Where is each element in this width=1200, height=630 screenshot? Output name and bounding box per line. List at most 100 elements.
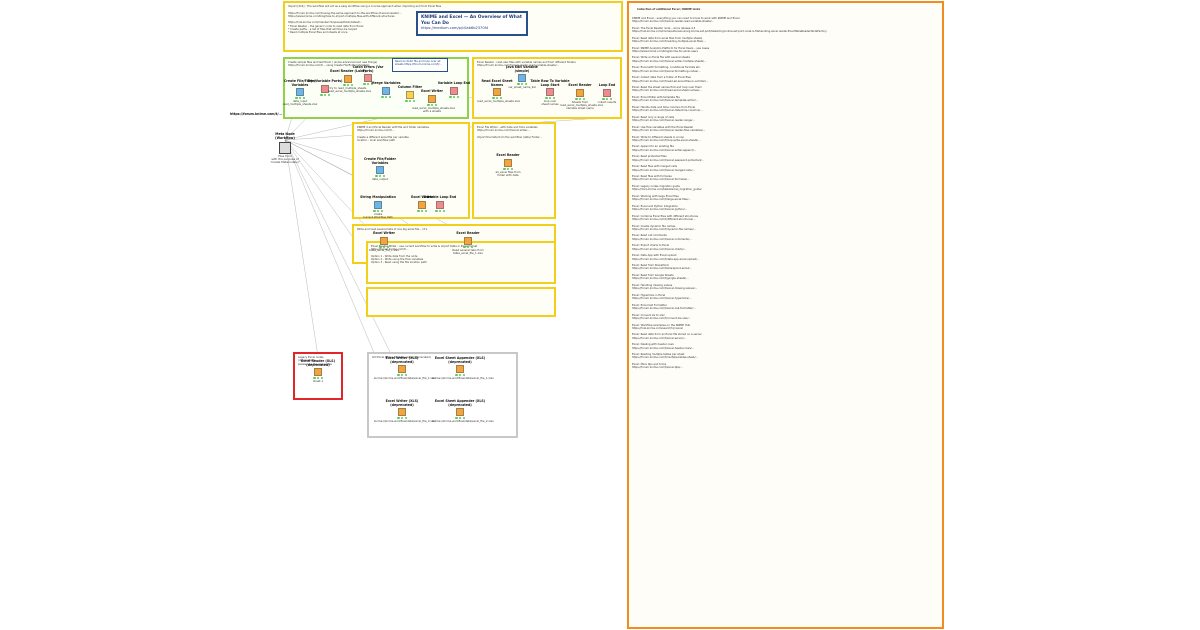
node-label: Java Edit Variable (simple) bbox=[506, 65, 538, 73]
annotation-bottom bbox=[366, 287, 556, 317]
status-lights bbox=[343, 83, 353, 86]
status-lights bbox=[575, 97, 585, 100]
excel-appender-icon bbox=[456, 408, 464, 417]
node-desc: knime://knime.workflow/data/excel_file_1… bbox=[374, 376, 436, 381]
node-desc: read_excel_multiple_sheets.xlsx bbox=[477, 99, 521, 104]
status-lights bbox=[492, 97, 502, 100]
links-panel-title: Collection of additional Excel / KNIME L… bbox=[636, 8, 701, 12]
workflow-title-box: KNIME and Excel — An Overview of What Yo… bbox=[416, 11, 528, 36]
node-excel-reader-folder[interactable]: Excel Reader all_excel files from folder… bbox=[488, 153, 528, 177]
node-string-manipulation[interactable]: String Manipulation create Current Workf… bbox=[358, 195, 398, 219]
excel-appender-icon bbox=[456, 365, 464, 374]
node-label: Excel Reader bbox=[568, 83, 592, 87]
node-variable-loop-end[interactable]: Variable Loop End bbox=[434, 81, 474, 98]
loop-start-icon bbox=[546, 88, 554, 97]
annotation-grey-text: Old Excel Writer / Reader nodes (depreca… bbox=[372, 356, 431, 359]
node-excel-reader-sheets[interactable]: Excel Reader Sheets from read_excel_mult… bbox=[560, 83, 604, 110]
status-lights bbox=[373, 209, 383, 212]
node-label: Excel Reader bbox=[496, 153, 520, 157]
node-excel-writer[interactable]: Excel Writer read_excel_multiple_sheets.… bbox=[412, 89, 456, 113]
node-column-filter[interactable]: Column Filter bbox=[390, 85, 430, 102]
node-excel-writer-2[interactable]: Excel Writer bbox=[402, 195, 442, 212]
loop-end-icon bbox=[603, 88, 611, 97]
node-label: Excel Writer (XLS) (deprecated) bbox=[385, 356, 419, 364]
node-desc: data_output bbox=[371, 177, 389, 182]
status-lights bbox=[463, 245, 473, 248]
node-catch-errors[interactable]: Catch Errors (Var Ports) bbox=[348, 65, 388, 86]
node-label: Table Row To Variable Loop Start bbox=[530, 79, 570, 87]
node-try-variable-ports[interactable]: Try (Variable Ports) bbox=[305, 79, 345, 96]
node-loop-end[interactable]: Loop End collect results bbox=[587, 83, 627, 104]
node-excel-writer-3[interactable]: Excel Writer table_excel_file_1.xlsx bbox=[364, 231, 404, 252]
node-desc: collect results bbox=[597, 99, 617, 104]
node-excel-reader-labs[interactable]: Excel Reader (Labs) try to read_multiple… bbox=[328, 69, 371, 93]
node-desc: create Current Workflow Path bbox=[362, 211, 394, 219]
node-create-file-folder-variables[interactable]: Create File/Folder Variables data_input … bbox=[280, 79, 320, 107]
status-lights bbox=[449, 95, 459, 98]
node-create-file-folder-variables-2[interactable]: Create File/Folder Variables data_output bbox=[360, 157, 400, 182]
status-lights bbox=[545, 97, 555, 100]
workflow-title-link[interactable]: https://medium.com/p/c0ab6b2370f4 bbox=[421, 26, 489, 30]
status-lights bbox=[375, 175, 385, 178]
node-desc: Sheets from read_excel_multiple_sheets.x… bbox=[560, 99, 604, 110]
loop-end-icon bbox=[436, 200, 444, 209]
excel-reader-icon bbox=[504, 158, 512, 167]
node-excel-reader-tabs[interactable]: Excel Reader Read several tabs from tabl… bbox=[438, 231, 498, 255]
node-excel-sheet-appender-2[interactable]: Excel Sheet Appender (XLS) (deprecated) … bbox=[432, 399, 494, 424]
annotation-low: Excel Reader Writer - use current workfl… bbox=[366, 241, 556, 284]
node-desc: data_input read_multiple_sheets.xlsx bbox=[282, 99, 318, 107]
metanode-desc: Files from with the purpose of 'Create M… bbox=[270, 153, 300, 164]
node-label: Excel Sheet Appender (XLS) (deprecated) bbox=[434, 356, 486, 364]
excel-reader-icon bbox=[464, 236, 472, 245]
node-table-row-to-variable-loop-start[interactable]: Table Row To Variable Loop Start loop ov… bbox=[530, 79, 570, 107]
node-label: Excel Reader bbox=[456, 231, 480, 235]
node-merge-variables[interactable]: Merge Variables bbox=[366, 81, 406, 98]
node-read-excel-sheet-names[interactable]: Read Excel Sheet Names read_excel_multip… bbox=[477, 79, 521, 104]
node-excel-writer-xls-1[interactable]: Excel Writer (XLS) (deprecated) knime://… bbox=[374, 356, 436, 381]
url-label: https://forum.knime.com/t/... bbox=[230, 112, 283, 116]
annotation-mid2-text: Excel File Writer - with date and time v… bbox=[477, 126, 542, 139]
node-label: Read Excel Sheet Names bbox=[481, 79, 513, 87]
metanode-entry[interactable]: Meta Node (Workflow) Files from with the… bbox=[267, 132, 303, 164]
loop-end-icon bbox=[450, 86, 458, 95]
node-label: Excel Reader (XLS) (deprecated) bbox=[300, 359, 336, 367]
node-excel-writer-xls-2[interactable]: Excel Writer (XLS) (deprecated) knime://… bbox=[374, 399, 436, 424]
annotation-mid-right-text: Excel Reader - read also files with vari… bbox=[477, 61, 576, 68]
status-lights bbox=[602, 97, 612, 100]
node-label: Create File/Folder Variables bbox=[363, 157, 397, 165]
status-lights bbox=[517, 83, 527, 86]
excel-writer-icon bbox=[398, 408, 406, 417]
status-lights bbox=[397, 374, 407, 377]
annotation-small-text: Write and read several tabs of one big e… bbox=[357, 228, 428, 231]
node-desc: sheet 1 bbox=[312, 379, 324, 384]
node-label: String Manipulation bbox=[360, 195, 396, 199]
status-lights bbox=[405, 99, 415, 102]
variable-icon bbox=[376, 166, 384, 175]
node-desc: knime://knime.workflow/data/excel_file_2… bbox=[432, 419, 494, 424]
node-desc: all_excel files from folder with date bbox=[495, 169, 521, 177]
node-excel-sheet-appender-1[interactable]: Excel Sheet Appender (XLS) (deprecated) … bbox=[432, 356, 494, 381]
node-desc: knime://knime.workflow/data/excel_file_1… bbox=[432, 376, 494, 381]
node-label: Merge Variables bbox=[371, 81, 401, 85]
node-variable-loop-end-2[interactable]: Variable Loop End bbox=[420, 195, 460, 212]
excel-writer-icon bbox=[418, 200, 426, 209]
workflow-title: KNIME and Excel — An Overview of What Yo… bbox=[421, 15, 522, 26]
annotation-mid2: Excel File Writer - with date and time v… bbox=[472, 122, 556, 219]
annotation-top-text: Import [XLS] - The workflow will act as … bbox=[288, 5, 442, 35]
node-excel-reader-xls-deprecated[interactable]: Excel Reader (XLS) (deprecated) sheet 1 bbox=[298, 359, 338, 384]
node-label: Excel Writer bbox=[411, 195, 433, 199]
status-lights bbox=[313, 377, 323, 380]
node-desc: knime://knime.workflow/data/excel_file_2… bbox=[374, 419, 436, 424]
try-icon bbox=[321, 84, 329, 93]
status-lights bbox=[455, 417, 465, 420]
node-label: Loop End bbox=[598, 83, 616, 87]
annotation-red-text: Legacy Excel nodes (deprecated) please u… bbox=[298, 356, 332, 366]
annotation-mid-right: Excel Reader - read also files with vari… bbox=[472, 57, 622, 119]
status-lights bbox=[455, 374, 465, 377]
node-label: Catch Errors (Var Ports) bbox=[352, 65, 384, 73]
node-label: Try (Variable Ports) bbox=[307, 79, 343, 83]
node-desc: read_excel_multiple_sheets.xlsx with a s… bbox=[412, 105, 456, 113]
annotation-grey: Old Excel Writer / Reader nodes (depreca… bbox=[367, 352, 518, 438]
node-java-edit-variable[interactable]: Java Edit Variable (simple) var_sheet_na… bbox=[502, 65, 542, 89]
